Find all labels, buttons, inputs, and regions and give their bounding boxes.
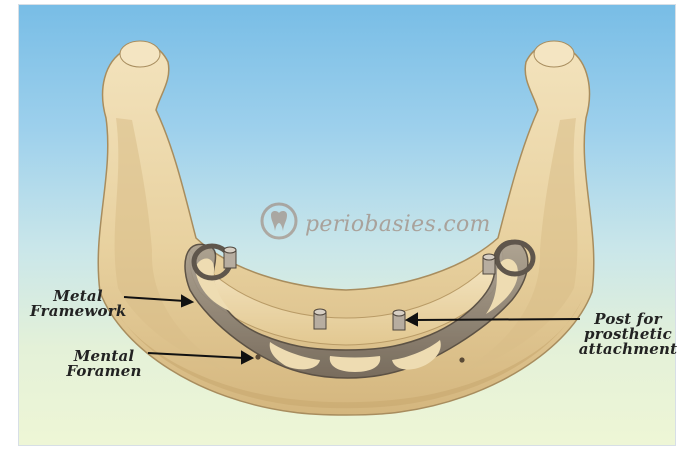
label-metal-framework-line2: Framework	[30, 304, 126, 319]
label-mental-foramen-line2: Foramen	[58, 364, 150, 379]
label-mental-foramen: Mental Foramen	[58, 349, 150, 379]
mental-foramen-left	[255, 354, 260, 359]
post-right-anterior	[393, 310, 405, 330]
label-metal-framework: Metal Framework	[30, 289, 126, 319]
watermark-text: periobasies.com	[305, 212, 491, 237]
label-post-line3: attachment	[576, 342, 680, 357]
right-condyle	[534, 41, 574, 67]
arrow-post	[416, 319, 580, 320]
post-left-posterior	[224, 247, 236, 268]
post-left-anterior	[314, 309, 326, 329]
left-condyle	[120, 41, 160, 67]
mental-foramen-right	[459, 357, 464, 362]
post-right-posterior	[483, 254, 495, 274]
tooth-logo-icon	[257, 201, 301, 241]
watermark: periobasies.com	[237, 201, 487, 241]
label-post: Post for prosthetic attachment	[576, 312, 680, 357]
